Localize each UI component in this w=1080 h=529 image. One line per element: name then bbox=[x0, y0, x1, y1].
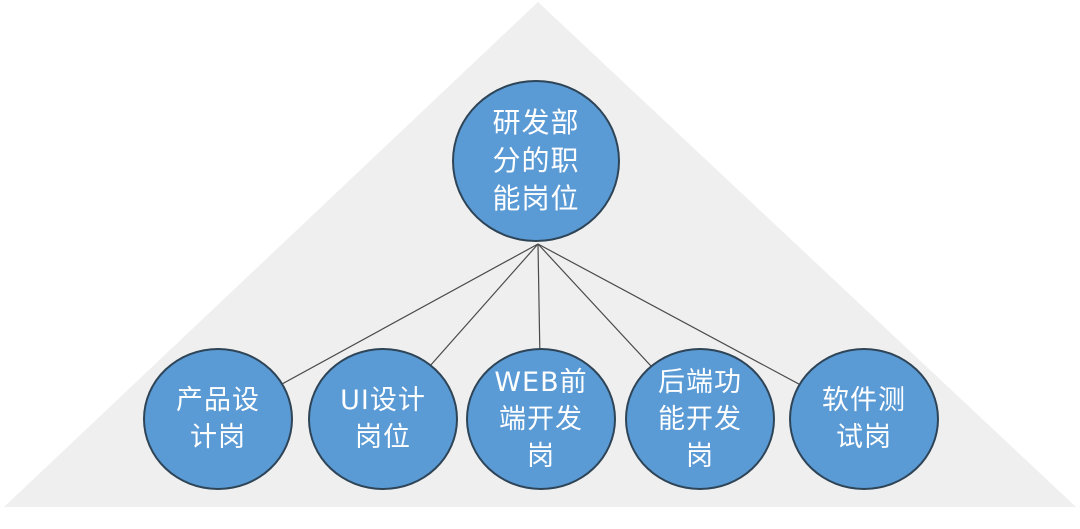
node-label-line: 岗 bbox=[527, 440, 555, 472]
node-label-line: 岗位 bbox=[355, 422, 411, 453]
node-root-rd-positions: 研发部 分的职 能岗位 bbox=[452, 80, 620, 242]
node-web-frontend: WEB前 端开发 岗 bbox=[466, 348, 616, 490]
node-ui-design: UI设计 岗位 bbox=[308, 348, 458, 490]
node-label-line: 后端功 bbox=[658, 366, 742, 398]
node-label-line: 端开发 bbox=[499, 403, 583, 435]
node-software-testing: 软件测 试岗 bbox=[789, 348, 939, 490]
node-backend-dev: 后端功 能开发 岗 bbox=[625, 348, 775, 490]
node-label-line: WEB前 bbox=[494, 366, 588, 398]
node-label-line: 软件测 bbox=[822, 385, 906, 416]
node-label-line: 能岗位 bbox=[492, 182, 580, 215]
node-label-line: 试岗 bbox=[836, 422, 892, 453]
node-product-design: 产品设 计岗 bbox=[143, 348, 293, 490]
node-label-line: 计岗 bbox=[190, 422, 246, 453]
node-label-line: 研发部 bbox=[492, 106, 580, 139]
node-label-line: 分的职 bbox=[492, 144, 580, 177]
node-label-line: 能开发 bbox=[658, 403, 742, 435]
node-label-line: UI设计 bbox=[340, 385, 426, 416]
node-label-line: 产品设 bbox=[176, 385, 260, 416]
node-label-line: 岗 bbox=[686, 440, 714, 472]
